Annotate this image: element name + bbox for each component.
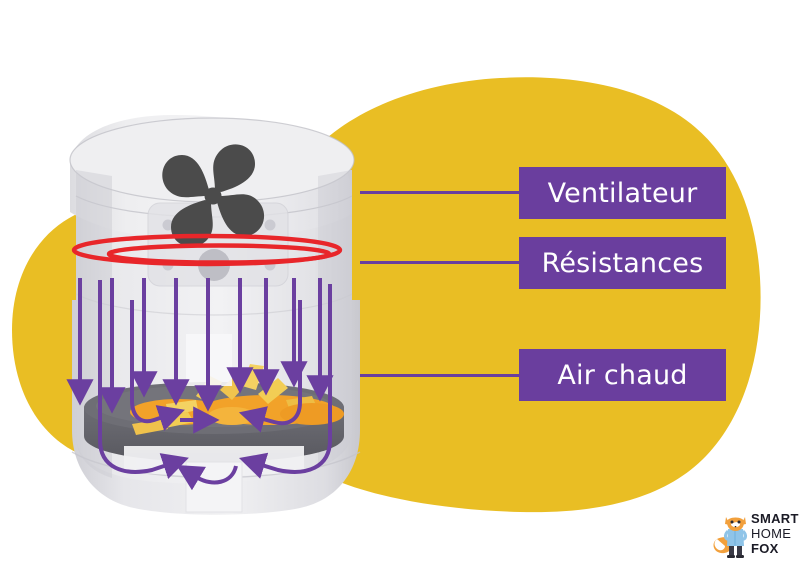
callout-label-air-chaud: Air chaud	[557, 359, 688, 391]
logo-wordmark: SMART HOME FOX	[751, 511, 799, 556]
background-blob-left	[12, 205, 186, 462]
callout-label-ventilateur: Ventilateur	[547, 177, 698, 209]
heating-element	[71, 233, 343, 267]
basket-handle	[185, 461, 243, 513]
downward-arrow-group	[66, 278, 334, 414]
smart-home-fox-logo: SMART HOME FOX	[713, 509, 799, 559]
inner-panel	[186, 334, 232, 386]
logo-line-home: HOME	[751, 526, 792, 541]
logo-line-smart: SMART	[751, 511, 799, 526]
callout-air-chaud: Air chaud	[519, 349, 726, 401]
circulation-arrow-group	[98, 280, 332, 491]
fryer-body	[69, 114, 361, 515]
leader-line-ventilateur	[360, 191, 520, 194]
logo-line-fox: FOX	[751, 541, 779, 556]
callout-label-resistances: Résistances	[541, 247, 704, 279]
fox-mascot-icon	[713, 517, 747, 558]
callout-resistances: Résistances	[519, 237, 726, 289]
food-items	[130, 364, 344, 435]
cooking-basket	[84, 364, 344, 476]
fan-icon	[162, 144, 265, 247]
leader-line-resistances	[360, 261, 520, 264]
heater-plate	[147, 202, 289, 287]
background-blob-main	[300, 77, 761, 513]
callout-ventilateur: Ventilateur	[519, 167, 726, 219]
leader-line-air-chaud	[360, 374, 520, 377]
